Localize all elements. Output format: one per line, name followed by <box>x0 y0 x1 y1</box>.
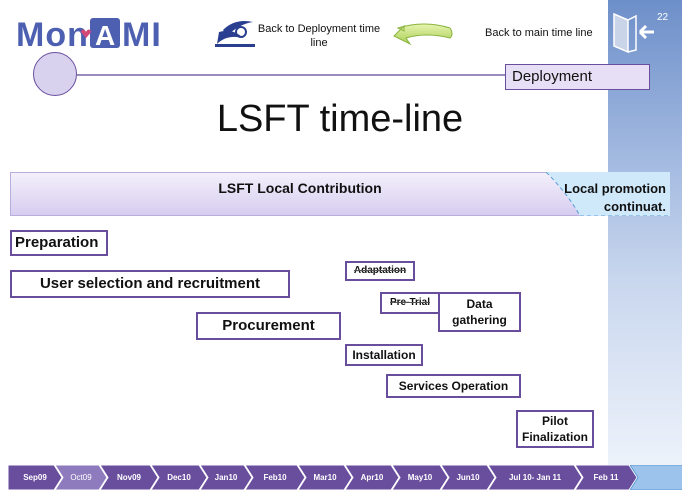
task-data-gathering[interactable]: Data gathering <box>438 292 521 332</box>
task-procurement[interactable]: Procurement <box>196 312 341 340</box>
page-title: LSFT time-line <box>216 98 464 140</box>
back-arrow-icon[interactable] <box>392 22 456 48</box>
header-divider-line <box>77 74 505 76</box>
timeline-month-2[interactable]: Nov09 <box>100 465 158 490</box>
data-line-1: Data <box>466 297 493 311</box>
timeline-future-chevron <box>630 465 682 490</box>
monami-logo: Mon A MI <box>16 12 186 54</box>
timeline-month-1[interactable]: Oct09 <box>55 465 107 490</box>
deployment-section-tab[interactable]: Deployment <box>505 64 650 90</box>
band-label: LSFT Local Contribution <box>218 180 382 196</box>
timeline-month-label: Jan10 <box>214 473 238 482</box>
exit-door-icon[interactable] <box>610 10 660 54</box>
timeline-month-label: Jun10 <box>456 473 480 482</box>
data-line-2: gathering <box>452 313 507 327</box>
timeline-month-label: Jul 10- Jan 11 <box>508 473 562 482</box>
timeline-month-10[interactable]: Jul 10- Jan 11 <box>488 465 582 490</box>
task-pre-trial[interactable]: Pre-Trial <box>380 292 440 314</box>
promo-line-2: continuat. <box>603 199 666 214</box>
page-number: 22 <box>657 12 669 23</box>
timeline-node-button[interactable] <box>33 52 77 96</box>
task-adaptation[interactable]: Adaptation <box>345 261 415 281</box>
svg-text:Mon: Mon <box>16 16 89 54</box>
timeline-month-6[interactable]: Mar10 <box>298 465 352 490</box>
eu-flag-icon <box>215 21 255 47</box>
task-pilot-finalization[interactable]: Pilot Finalization <box>516 410 594 448</box>
svg-text:A: A <box>95 20 116 51</box>
timeline-month-4[interactable]: Jan10 <box>200 465 252 490</box>
timeline-month-label: Feb 11 <box>593 473 619 482</box>
timeline-month-3[interactable]: Dec10 <box>151 465 207 490</box>
logo-mark: Mon A MI <box>16 16 162 54</box>
timeline-month-label: Sep09 <box>23 473 47 482</box>
month-timeline: Sep09 Oct09 Nov09 Dec10 Jan10 Feb10 Mar10 Apr10… <box>8 465 682 490</box>
pilot-line-2: Finalization <box>522 430 588 444</box>
back-to-deployment-link[interactable]: Back to Deployment time line <box>257 23 381 49</box>
timeline-month-5[interactable]: Feb10 <box>245 465 305 490</box>
task-preparation[interactable]: Preparation <box>10 230 108 256</box>
timeline-month-label: Feb10 <box>263 473 287 482</box>
promo-line-1: Local promotion <box>564 181 666 196</box>
pilot-line-1: Pilot <box>542 414 568 428</box>
task-installation[interactable]: Installation <box>345 344 423 366</box>
svg-text:MI: MI <box>122 16 162 54</box>
local-promotion-arrow <box>546 172 670 216</box>
timeline-month-9[interactable]: Jun10 <box>441 465 495 490</box>
timeline-month-label: Nov09 <box>116 473 141 482</box>
back-to-main-link[interactable]: Back to main time line <box>485 27 593 39</box>
timeline-month-label: Oct09 <box>70 473 92 482</box>
local-promotion-label: Local promotion continuat. <box>552 180 666 216</box>
local-contribution-band <box>10 172 604 216</box>
timeline-month-0[interactable]: Sep09 <box>8 465 62 490</box>
task-services-operation[interactable]: Services Operation <box>386 374 521 398</box>
timeline-month-8[interactable]: May10 <box>392 465 448 490</box>
timeline-month-label: Dec10 <box>167 473 191 482</box>
timeline-month-7[interactable]: Apr10 <box>345 465 399 490</box>
timeline-month-label: May10 <box>407 473 433 482</box>
timeline-month-label: Apr10 <box>360 473 384 482</box>
timeline-month-label: Mar10 <box>313 473 337 482</box>
timeline-month-11[interactable]: Feb 11 <box>575 465 637 490</box>
task-user-selection[interactable]: User selection and recruitment <box>10 270 290 298</box>
